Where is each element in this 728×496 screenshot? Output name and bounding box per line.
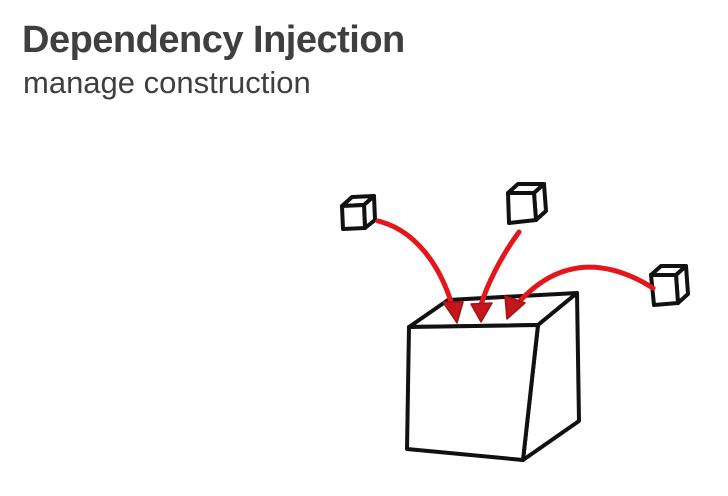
slide-title: Dependency Injection (22, 19, 405, 61)
dependency-cube-right (649, 264, 690, 307)
dependency-cube-left (340, 194, 377, 231)
injection-arrow-middle-head (470, 302, 493, 323)
cube-front-face (405, 323, 540, 462)
small-cube-left-front (340, 203, 367, 231)
injection-arrow-left (375, 218, 464, 324)
injection-arrow-right-line (515, 264, 656, 306)
constructed-object-cube (405, 291, 581, 462)
injection-arrow-right (504, 264, 656, 320)
small-cube-middle-front (506, 191, 538, 225)
small-cube-right-front (649, 273, 680, 307)
slide-subtitle: manage construction (23, 65, 311, 100)
injection-arrow-middle (470, 229, 522, 323)
injection-arrow-left-line (375, 218, 455, 308)
injection-arrow-middle-line (478, 229, 522, 308)
injection-arrow-right-head (504, 295, 526, 320)
injection-arrow-left-head (442, 301, 464, 324)
dependency-cube-middle (506, 182, 548, 225)
